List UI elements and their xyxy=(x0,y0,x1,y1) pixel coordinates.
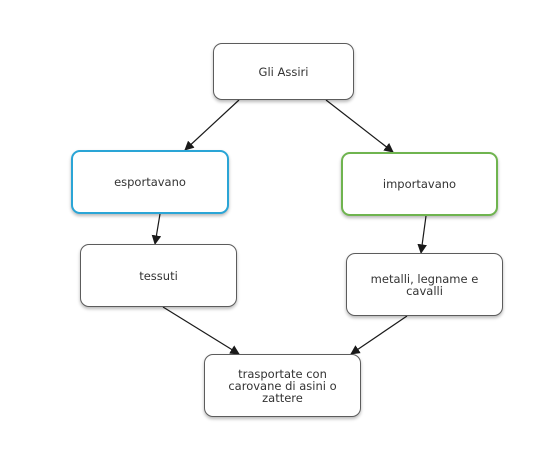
edge-tessuti-to-trasporto xyxy=(162,306,240,355)
node-tessuti[interactable]: tessuti xyxy=(80,244,237,307)
edge-metalli-to-trasporto xyxy=(350,315,408,355)
node-label: tessuti xyxy=(139,268,178,283)
node-importavano[interactable]: importavano xyxy=(341,152,498,216)
node-metalli-legname-cavalli[interactable]: metalli, legname e cavalli xyxy=(346,253,503,316)
edge-export-to-tessuti xyxy=(151,213,162,245)
node-esportavano[interactable]: esportavano xyxy=(71,150,229,214)
edge-root-to-import xyxy=(325,99,394,153)
node-gli-assiri[interactable]: Gli Assiri xyxy=(213,43,354,100)
node-label: metalli, legname e cavalli xyxy=(370,271,479,298)
node-label: Gli Assiri xyxy=(258,64,309,79)
node-trasporto[interactable]: trasportate con carovane di asini o zatt… xyxy=(204,354,361,417)
node-label: importavano xyxy=(382,177,457,191)
edge-root-to-export xyxy=(184,99,240,151)
node-label: trasportate con carovane di asini o zatt… xyxy=(228,366,337,405)
edge-import-to-metalli xyxy=(417,215,427,254)
node-label: esportavano xyxy=(114,175,186,189)
